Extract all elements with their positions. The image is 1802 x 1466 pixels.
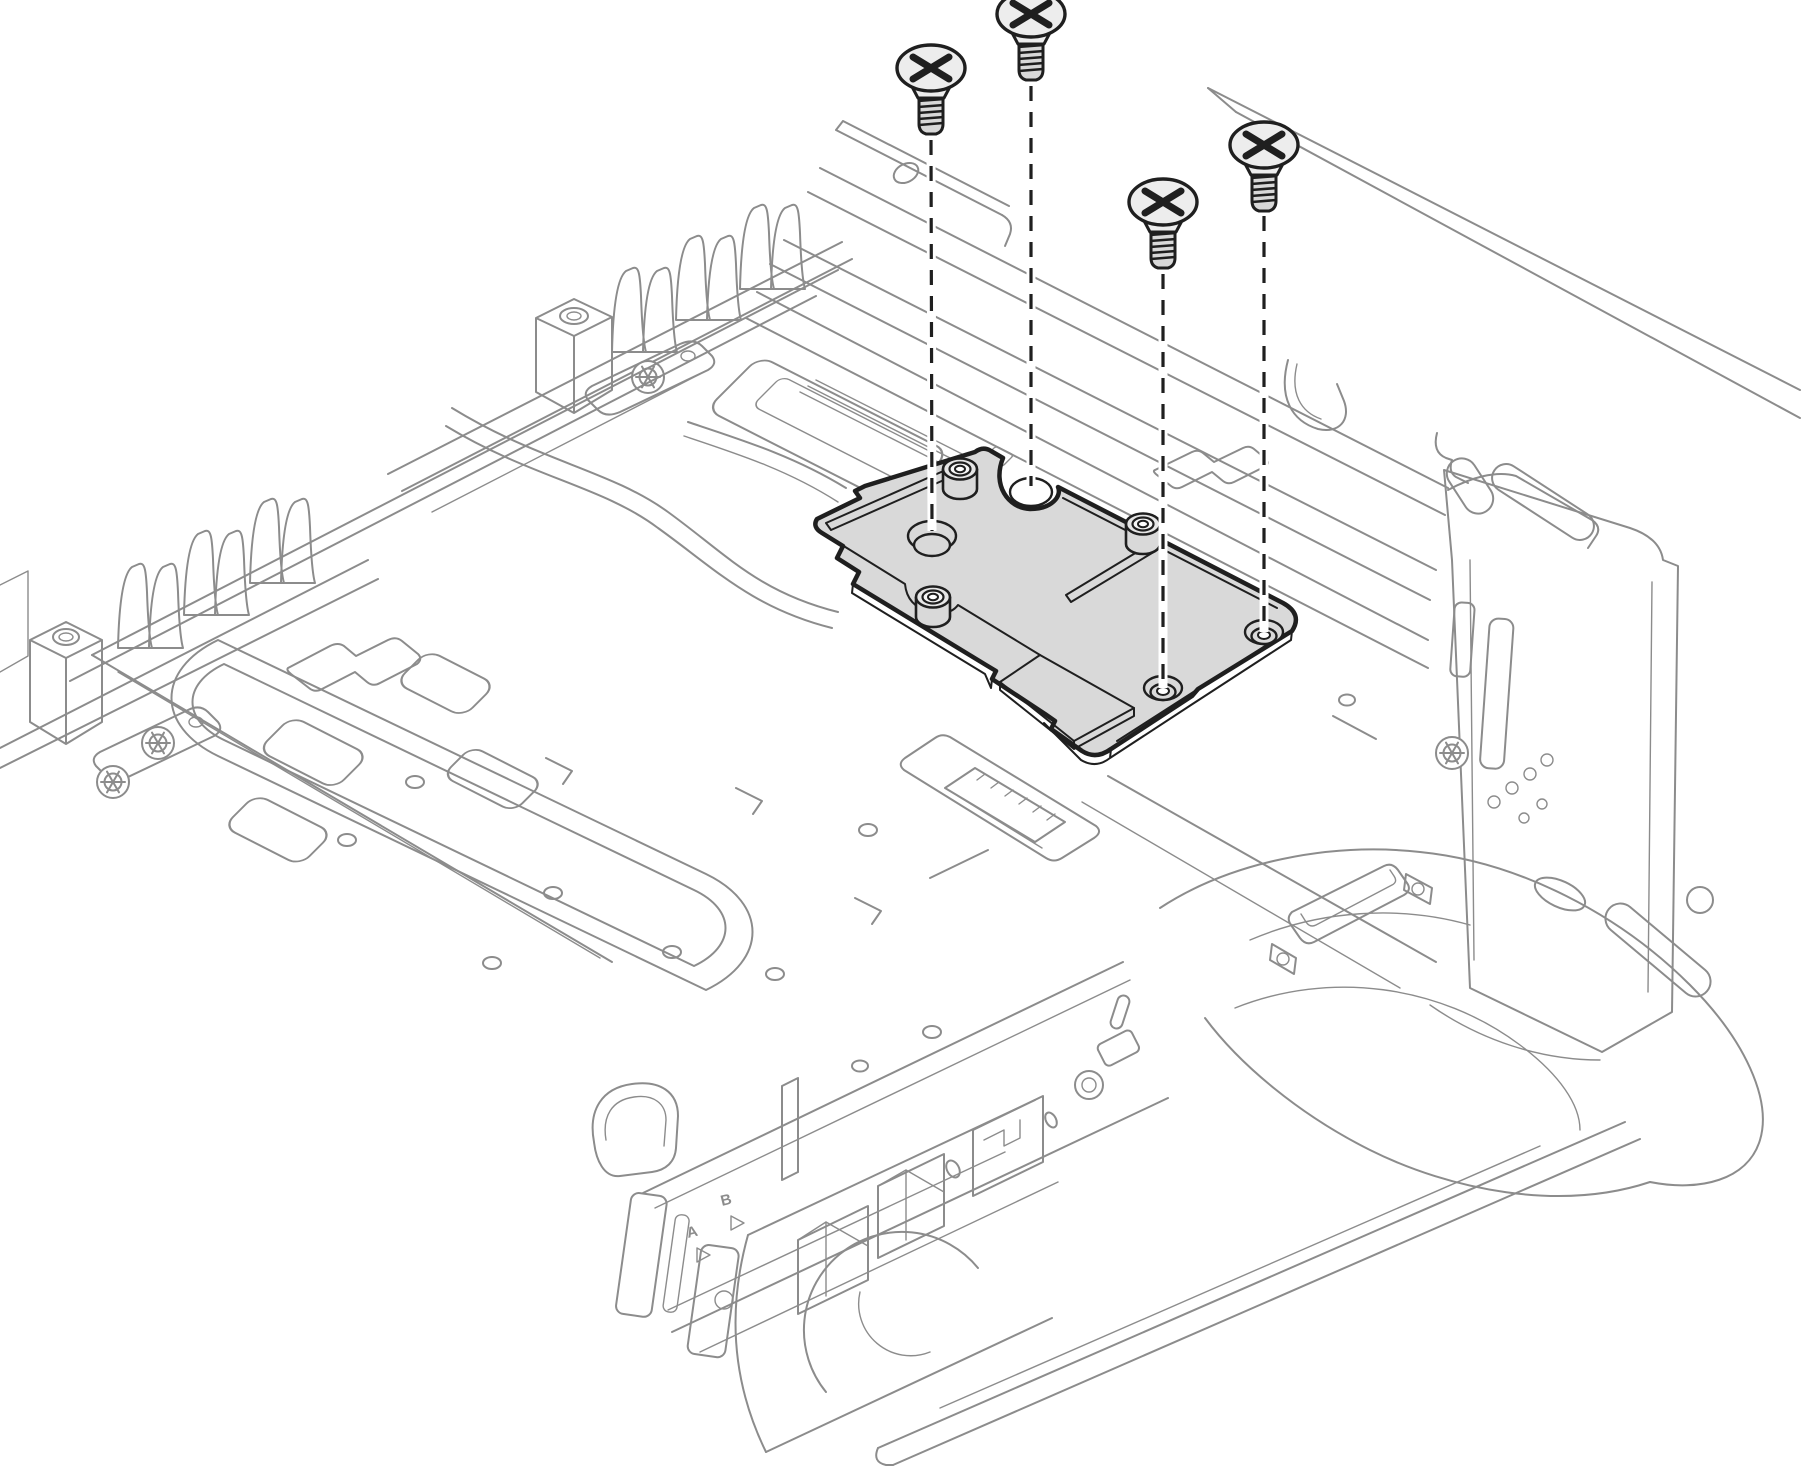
top-right-edge xyxy=(1207,87,1801,515)
screws xyxy=(897,0,1298,268)
bottom-bar xyxy=(875,1121,1641,1466)
plate-island xyxy=(999,654,1135,750)
screw-4 xyxy=(1230,122,1298,211)
screw-leader-lines xyxy=(926,86,1269,688)
screw-1 xyxy=(897,45,965,134)
cooling-loop xyxy=(170,639,754,991)
standoff-2 xyxy=(1124,512,1162,556)
swivel-arm xyxy=(1159,848,1764,1197)
front-panel-wall xyxy=(642,961,1169,1353)
under-plate-connector xyxy=(899,734,1100,862)
panel-left-clips: B A xyxy=(591,1082,745,1359)
tray-edges xyxy=(69,269,1437,989)
panel-mark-b: B xyxy=(719,1191,734,1210)
standoff-3 xyxy=(914,585,952,629)
standoff-1 xyxy=(941,457,979,501)
lower-cutout-plate xyxy=(734,1099,1053,1453)
tray-cutouts xyxy=(228,445,1377,1073)
vga-connector xyxy=(1269,863,1433,975)
counterbore-hole-1 xyxy=(906,519,958,558)
fin-row-lower xyxy=(0,499,379,799)
screw-2 xyxy=(997,0,1065,80)
screw-3 xyxy=(1129,179,1197,268)
right-bracket xyxy=(1434,432,1679,1053)
panel-mark-a: A xyxy=(685,1223,700,1242)
chassis-line-art: B A xyxy=(0,87,1801,1466)
leader-1 xyxy=(926,139,937,532)
upper-rail-band xyxy=(745,120,1449,669)
